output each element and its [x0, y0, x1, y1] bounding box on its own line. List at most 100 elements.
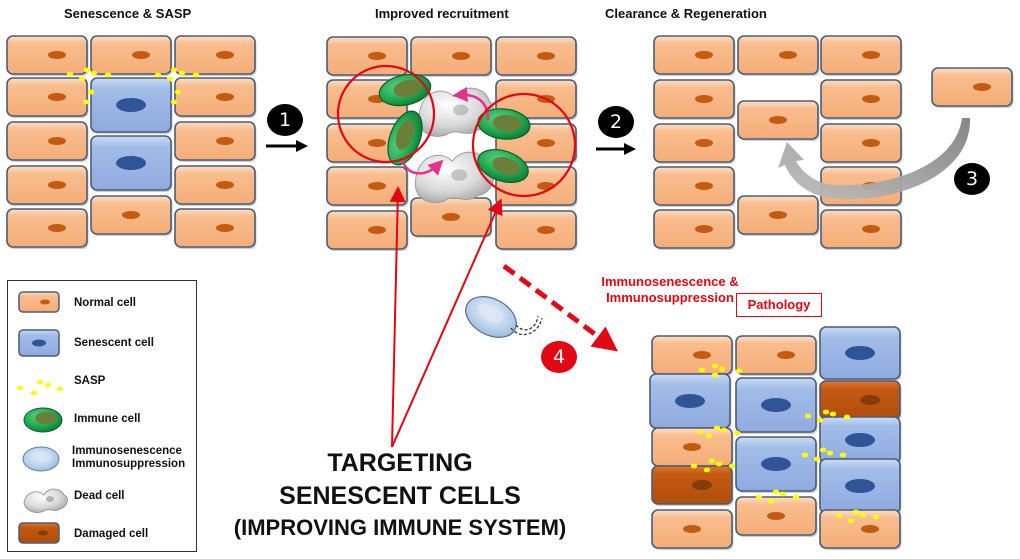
- cell-nucleus: [862, 95, 880, 103]
- immune-cell-nucleus: [492, 114, 522, 132]
- step-badge-2: 2: [598, 106, 634, 138]
- cell-body: [6, 208, 88, 248]
- normal-cell: [820, 35, 903, 76]
- cell-nucleus: [116, 98, 146, 112]
- immune-cell: [387, 110, 423, 166]
- cell-body: [820, 209, 902, 249]
- sasp-particle: [767, 498, 775, 504]
- sasp-particle: [755, 494, 763, 500]
- cell-body: [931, 67, 1013, 107]
- sasp-particle: [813, 456, 821, 462]
- normal-cell: [651, 427, 734, 468]
- sasp-particle: [872, 514, 880, 520]
- normal-cell: [651, 509, 734, 550]
- sasp-particle: [170, 67, 178, 73]
- cell-body: [495, 36, 577, 76]
- sasp-particle: [174, 89, 182, 95]
- immune-cell-nucleus: [393, 79, 422, 97]
- senescent-cell: [649, 373, 732, 430]
- cell-body: [820, 123, 902, 163]
- cell-nucleus: [769, 116, 787, 124]
- sasp-particle: [826, 450, 834, 456]
- cell-body: [6, 165, 88, 205]
- senescent-cell: [90, 135, 173, 192]
- normal-cell: [931, 67, 1014, 108]
- normal-cell: [90, 35, 173, 76]
- immunosuppression-arrow: [502, 264, 618, 352]
- cell-body: [653, 79, 735, 119]
- sasp-particle: [703, 467, 711, 473]
- normal-cell: [653, 35, 736, 76]
- senescent-cell: [819, 416, 902, 465]
- normal-cell: [735, 496, 818, 537]
- sasp-particle: [816, 417, 824, 423]
- cell-nucleus: [777, 351, 795, 359]
- cell-nucleus: [862, 139, 880, 147]
- targeting-line3: (IMPROVING IMMUNE SYSTEM): [233, 515, 567, 540]
- sasp-particle: [78, 76, 86, 82]
- step-badge-4: 4: [541, 341, 577, 373]
- normal-cell: [6, 77, 89, 118]
- cell-nucleus: [695, 139, 713, 147]
- cell-body: [819, 509, 901, 549]
- sasp-particle: [829, 411, 837, 417]
- legend-sasp-icon: [17, 379, 63, 396]
- normal-cell: [6, 35, 89, 76]
- normal-cell: [735, 335, 818, 376]
- cell-body: [653, 209, 735, 249]
- normal-cell: [653, 209, 736, 250]
- sasp-particle: [779, 491, 787, 497]
- overlay-layer: [66, 64, 971, 524]
- cells-layer: [6, 35, 1014, 550]
- normal-cell: [6, 208, 89, 249]
- normal-cell: [326, 36, 409, 77]
- cell-nucleus: [695, 182, 713, 190]
- normal-cell: [819, 509, 902, 550]
- sasp-particle: [178, 70, 186, 76]
- cell-nucleus: [973, 83, 991, 91]
- cell-body: [653, 166, 735, 206]
- normal-cell: [495, 36, 578, 77]
- normal-cell: [6, 165, 89, 206]
- pathology-label: Pathology: [736, 293, 822, 317]
- normal-cell: [651, 335, 734, 376]
- normal-cell: [737, 35, 820, 76]
- sasp-particle: [166, 76, 174, 82]
- cell-nucleus: [537, 226, 555, 234]
- immune-cell-nucleus: [492, 156, 520, 175]
- cell-nucleus: [692, 480, 712, 490]
- cell-nucleus: [216, 93, 234, 101]
- sasp-particle: [843, 414, 851, 420]
- sasp-particle: [82, 99, 90, 105]
- normal-cell: [410, 36, 493, 77]
- cell-body: [326, 166, 408, 206]
- legend-normal-cell-icon: [18, 291, 60, 313]
- sasp-particle: [90, 70, 98, 76]
- cell-body: [174, 208, 256, 248]
- immune-cell: [378, 73, 432, 107]
- cell-nucleus: [537, 52, 555, 60]
- legend-label-dead: Dead cell: [74, 490, 125, 502]
- cell-nucleus: [368, 226, 386, 234]
- cell-nucleus: [693, 351, 711, 359]
- targeting-line2: SENESCENT CELLS: [279, 482, 521, 510]
- senescent-cell: [819, 326, 902, 381]
- cell-nucleus: [862, 225, 880, 233]
- pink-arrow: [400, 157, 444, 176]
- cell-nucleus: [216, 137, 234, 145]
- legend-damaged-cell-icon: [18, 522, 60, 544]
- normal-cell: [174, 165, 257, 206]
- cell-body: [735, 335, 817, 375]
- cell-nucleus: [48, 224, 66, 232]
- cell-nucleus: [132, 51, 150, 59]
- cell-nucleus: [683, 525, 701, 533]
- cell-nucleus: [537, 182, 555, 190]
- normal-cell: [326, 166, 409, 207]
- sasp-particle: [170, 99, 178, 105]
- sasp-particle: [772, 489, 780, 495]
- cell-body: [495, 79, 577, 119]
- sasp-particle: [720, 427, 728, 433]
- sasp-particle: [847, 518, 855, 524]
- sasp-particle: [835, 513, 843, 519]
